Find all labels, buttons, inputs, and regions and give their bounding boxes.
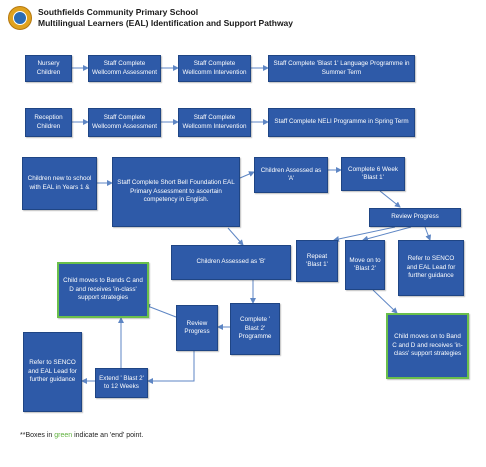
end-bands-right-label: Child moves on to Band C and D and recei… <box>392 333 463 358</box>
arrow-review-refer-top <box>424 226 432 241</box>
move-on-blast2-label: Move on to 'Blast 2' <box>349 256 381 272</box>
review-progress-box-2: Review Progress <box>176 305 218 351</box>
blast1-programme-label: Staff Complete 'Blast 1' Language Progra… <box>273 60 410 76</box>
school-name: Southfields Community Primary School <box>38 7 199 17</box>
wellcomm-intervention-box-1: Staff Complete Wellcomm Intervention <box>178 55 251 82</box>
review-progress-box-1: Review Progress <box>369 208 461 227</box>
arrow-review-repeat <box>333 226 396 242</box>
review-progress-label-2: Review Progress <box>184 319 210 335</box>
neli-programme-box: Staff Complete NELI Programme in Spring … <box>268 108 415 137</box>
new-children-label: Children new to school with EAL in Years… <box>27 175 92 191</box>
end-bands-left-box: Child moves to Bands C and D and receive… <box>57 262 149 318</box>
complete-blast2-label: Complete ' Blast 2' Programme <box>238 316 272 341</box>
footnote-green-word: green <box>54 432 73 439</box>
assessed-b-box: Children Assessed as 'B' <box>171 245 291 280</box>
review-progress-label-1: Review Progress <box>391 213 439 221</box>
wellcomm-assessment-label-1: Staff Complete Wellcomm Assessment <box>92 60 157 76</box>
nursery-children-label: Nursery Children <box>36 60 61 76</box>
refer-senco-bottom-label: Refer to SENCO and EAL Lead for further … <box>28 359 77 384</box>
arrow-review-end-bands <box>144 304 177 318</box>
school-logo <box>8 6 32 30</box>
wellcomm-intervention-label-2: Staff Complete Wellcomm Intervention <box>182 114 247 130</box>
reception-children-label: Reception Children <box>34 114 63 130</box>
arrow-short-bell-assessed-b <box>227 227 244 246</box>
extend-blast2-box: Extend ' Blast 2' to 12 Weeks <box>95 368 148 398</box>
wellcomm-assessment-box-1: Staff Complete Wellcomm Assessment <box>88 55 161 82</box>
repeat-blast1-box: Repeat 'Blast 1' <box>296 240 338 282</box>
refer-senco-top-label: Refer to SENCO and EAL Lead for further … <box>406 255 456 280</box>
assessed-b-label: Children Assessed as 'B' <box>196 258 266 266</box>
arrow-six-week-review <box>379 190 401 208</box>
arrow-short-bell-assessed-a <box>239 171 255 179</box>
refer-senco-top-box: Refer to SENCO and EAL Lead for further … <box>398 240 464 296</box>
assessed-a-box: Children Assessed as 'A' <box>254 157 328 193</box>
wellcomm-assessment-box-2: Staff Complete Wellcomm Assessment <box>88 108 161 137</box>
footnote-prefix: **Boxes in <box>20 432 55 439</box>
wellcomm-intervention-box-2: Staff Complete Wellcomm Intervention <box>178 108 251 137</box>
blast1-programme-box: Staff Complete 'Blast 1' Language Progra… <box>268 55 415 82</box>
end-bands-left-label: Child moves to Bands C and D and receive… <box>63 277 143 302</box>
footnote-suffix: indicate an 'end' point. <box>72 432 144 439</box>
move-on-blast2-box: Move on to 'Blast 2' <box>345 240 385 290</box>
repeat-blast1-label: Repeat 'Blast 1' <box>306 252 328 268</box>
wellcomm-assessment-label-2: Staff Complete Wellcomm Assessment <box>92 114 157 130</box>
nursery-children-box: Nursery Children <box>25 55 72 82</box>
arrow-move-on-end-bands <box>372 289 398 314</box>
footnote: **Boxes in green indicate an 'end' point… <box>20 432 143 439</box>
school-logo-emblem <box>13 11 27 25</box>
six-week-blast1-box: Complete 6 Week 'Blast 1' <box>341 157 405 191</box>
short-bell-assessment-box: Staff Complete Short Bell Foundation EAL… <box>112 157 240 227</box>
reception-children-box: Reception Children <box>25 108 72 137</box>
neli-programme-label: Staff Complete NELI Programme in Spring … <box>274 118 409 126</box>
new-children-box: Children new to school with EAL in Years… <box>22 157 97 210</box>
pathway-title: Multilingual Learners (EAL) Identificati… <box>38 18 294 28</box>
short-bell-assessment-label: Staff Complete Short Bell Foundation EAL… <box>117 179 235 204</box>
wellcomm-intervention-label-1: Staff Complete Wellcomm Intervention <box>182 60 247 76</box>
arrow-review-extend <box>147 351 195 384</box>
arrow-review-move-on <box>362 226 412 242</box>
extend-blast2-label: Extend ' Blast 2' to 12 Weeks <box>99 374 144 390</box>
end-bands-right-box: Child moves on to Band C and D and recei… <box>386 313 469 379</box>
page-title: Southfields Community Primary School Mul… <box>38 7 293 29</box>
assessed-a-label: Children Assessed as 'A' <box>260 166 322 182</box>
refer-senco-bottom-box: Refer to SENCO and EAL Lead for further … <box>23 332 82 412</box>
six-week-blast1-label: Complete 6 Week 'Blast 1' <box>348 165 398 181</box>
complete-blast2-box: Complete ' Blast 2' Programme <box>230 303 280 355</box>
